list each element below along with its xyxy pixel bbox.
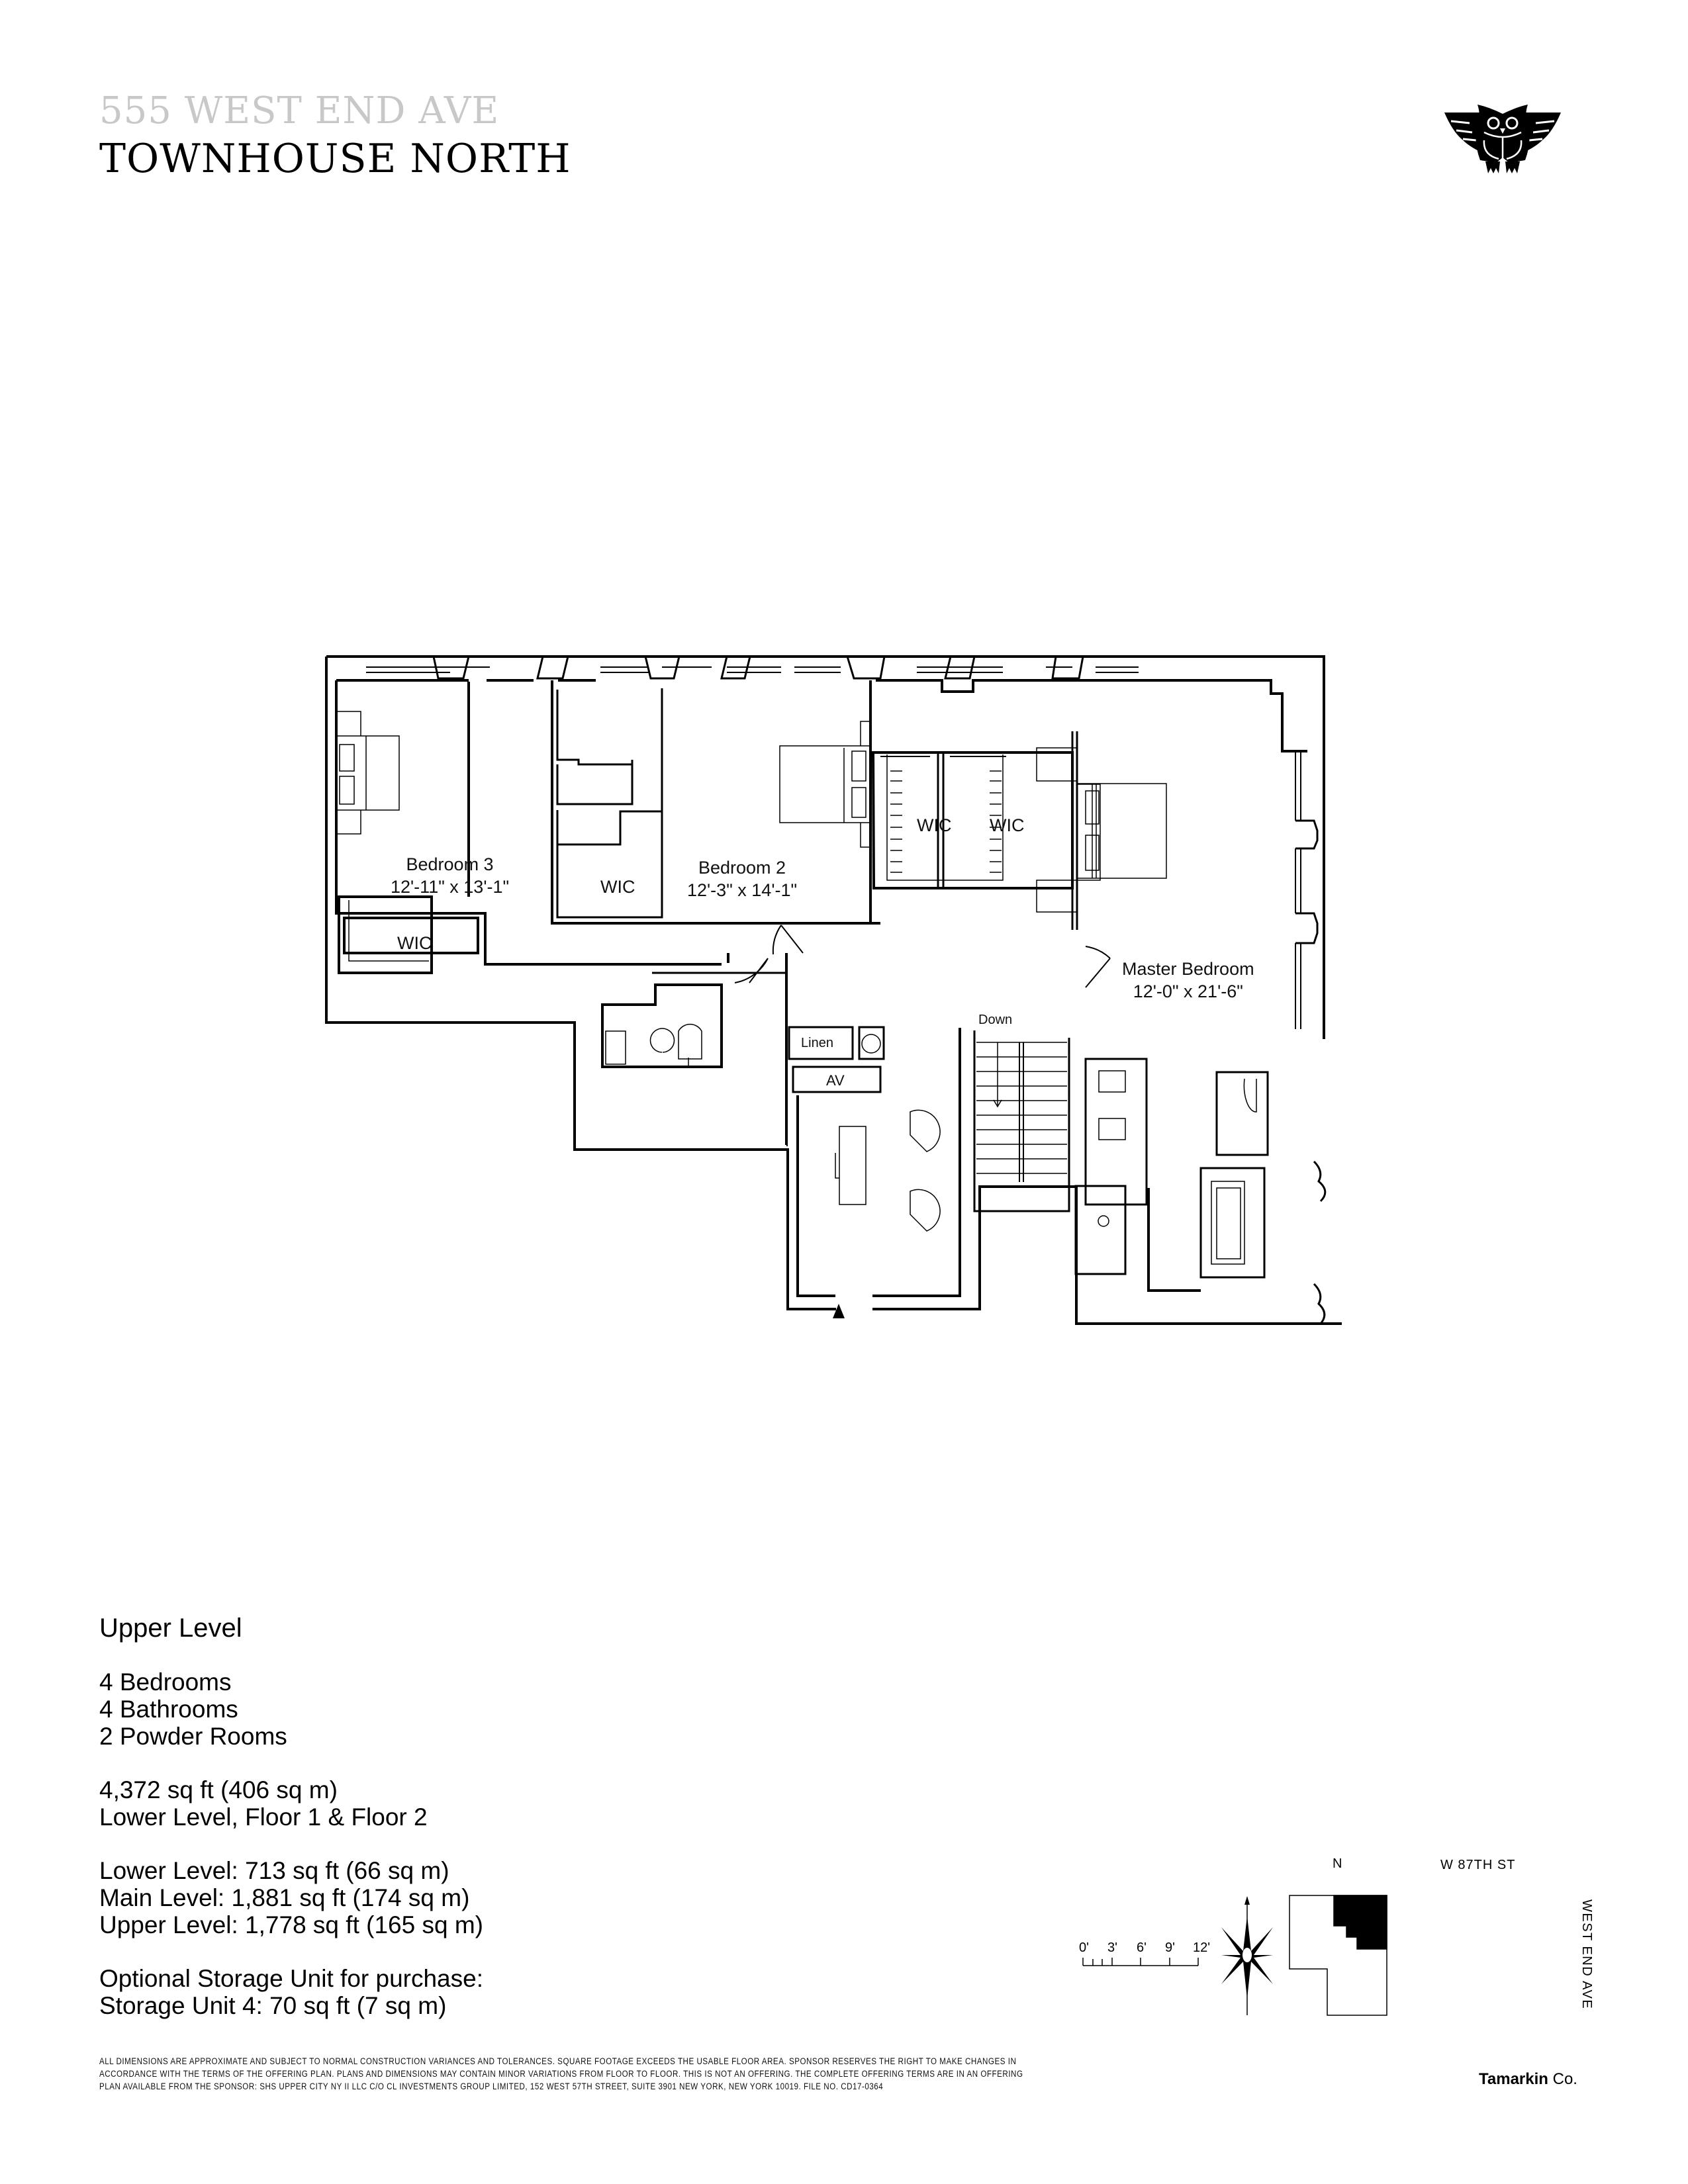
room-dimensions: 12'-3" x 14'-1" [687, 880, 798, 900]
level-area-item: Lower Level: 713 sq ft (66 sq m) [99, 1857, 449, 1884]
level-title: Upper Level [99, 1614, 242, 1643]
storage-detail: Storage Unit 4: 70 sq ft (7 sq m) [99, 1992, 447, 2019]
closet-label: WIC [397, 933, 432, 953]
keyplan-icon [1289, 1895, 1387, 2016]
room-name: Bedroom 2 [698, 858, 786, 878]
scale-bar [1082, 1958, 1199, 1966]
north-label: N [1333, 1856, 1342, 1871]
av-label: AV [826, 1072, 845, 1089]
feature-item: 4 Bathrooms [99, 1696, 238, 1723]
disclaimer-line: ACCORDANCE WITH THE TERMS OF THE OFFERIN… [99, 2069, 1023, 2079]
level-areas: Lower Level: 713 sq ft (66 sq m) Main Le… [99, 1857, 483, 1939]
entry-arrow-icon [833, 1304, 845, 1318]
scale-tick-label: 3' [1107, 1940, 1117, 1955]
scale-bar-compass-keyplan [1082, 1895, 1387, 2016]
feature-item: 2 Powder Rooms [99, 1723, 287, 1750]
unit-title: TOWNHOUSE NORTH [99, 136, 571, 182]
level-area-item: Upper Level: 1,778 sq ft (165 sq m) [99, 1911, 483, 1938]
street-label: W 87TH ST [1440, 1858, 1516, 1872]
linen-label: Linen [801, 1036, 833, 1050]
total-area: 4,372 sq ft (406 sq m) Lower Level, Floo… [99, 1776, 483, 1831]
scale-tick-label: 9' [1165, 1940, 1175, 1955]
total-area-value: 4,372 sq ft (406 sq m) [99, 1776, 338, 1803]
owl-logo-icon [1444, 105, 1561, 173]
avenue-label: WEST END AVE [1579, 1899, 1594, 2010]
disclaimer-line: PLAN AVAILABLE FROM THE SPONSOR: SHS UPP… [99, 2081, 884, 2091]
level-area-item: Main Level: 1,881 sq ft (174 sq m) [99, 1884, 470, 1911]
floor-plan [325, 655, 1342, 1325]
storage-info: Optional Storage Unit for purchase: Stor… [99, 1965, 483, 2020]
room-label-master-bedroom: Master Bedroom 12'-0" x 21'-6" [1122, 958, 1254, 1003]
unit-summary: Upper Level 4 Bedrooms 4 Bathrooms 2 Pow… [99, 1614, 483, 2020]
feature-list: 4 Bedrooms 4 Bathrooms 2 Powder Rooms [99, 1668, 483, 1751]
total-area-note: Lower Level, Floor 1 & Floor 2 [99, 1803, 428, 1831]
brand-regular: Co. [1548, 2070, 1577, 2088]
scale-tick-label: 6' [1137, 1940, 1147, 1955]
closet-label: WIC [917, 815, 952, 835]
room-label-bedroom-3: Bedroom 3 12'-11" x 13'-1" [391, 854, 509, 899]
scale-tick-label: 12' [1193, 1940, 1211, 1955]
disclaimer-line: ALL DIMENSIONS ARE APPROXIMATE AND SUBJE… [99, 2056, 1017, 2066]
room-name: Master Bedroom [1122, 959, 1254, 979]
closet-label: WIC [990, 815, 1025, 835]
closet-label: WIC [600, 877, 635, 897]
storage-heading: Optional Storage Unit for purchase: [99, 1965, 483, 1992]
compass-rose-icon [1221, 1896, 1273, 2015]
room-label-bedroom-2: Bedroom 2 12'-3" x 14'-1" [687, 857, 797, 902]
brand-bold: Tamarkin [1479, 2070, 1548, 2088]
room-name: Bedroom 3 [406, 854, 494, 874]
legal-disclaimer: ALL DIMENSIONS ARE APPROXIMATE AND SUBJE… [99, 2055, 1124, 2093]
building-address: 555 WEST END AVE [99, 89, 500, 132]
stair-down-label: Down [978, 1013, 1013, 1027]
feature-item: 4 Bedrooms [99, 1668, 232, 1696]
scale-tick-label: 0' [1079, 1940, 1089, 1955]
broker-brand: Tamarkin Co. [1479, 2070, 1577, 2089]
room-dimensions: 12'-11" x 13'-1" [391, 876, 510, 897]
room-dimensions: 12'-0" x 21'-6" [1133, 981, 1243, 1001]
